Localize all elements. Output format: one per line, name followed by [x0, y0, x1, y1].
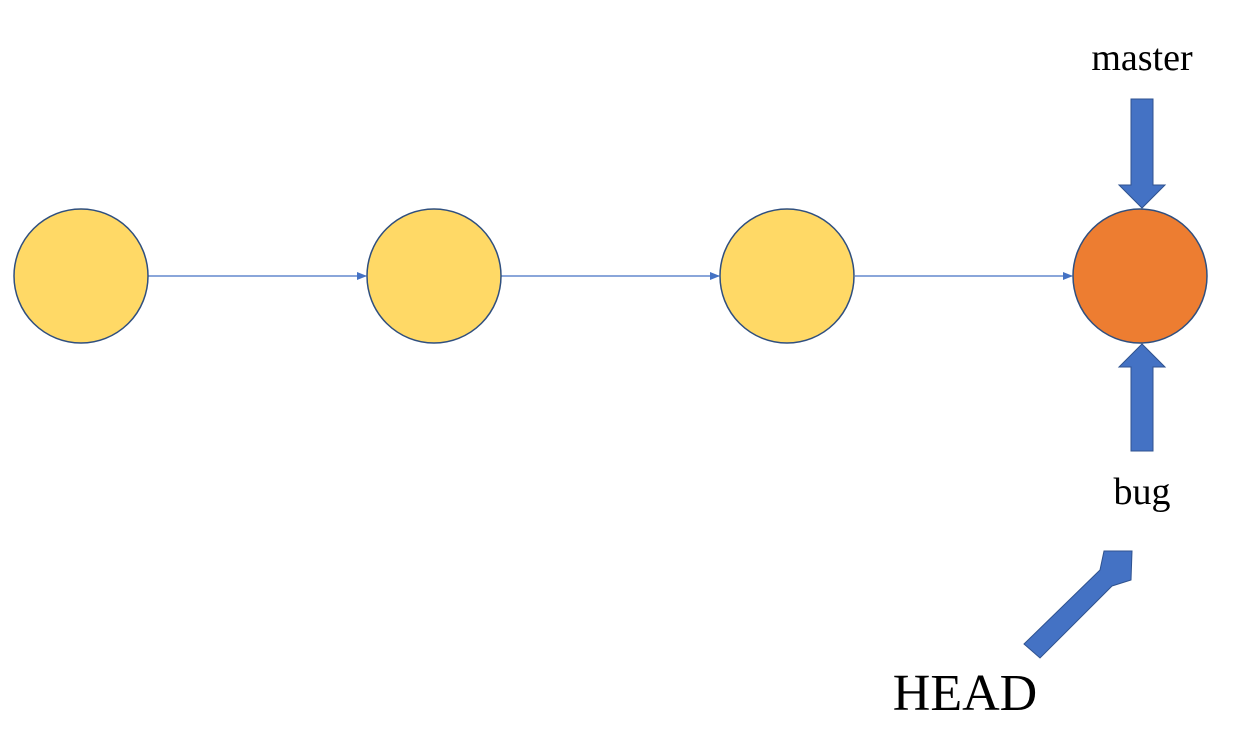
- master-label: master: [1091, 37, 1193, 79]
- head-label: HEAD: [893, 665, 1037, 722]
- head-pointer-arrow: [1023, 550, 1133, 659]
- bug-pointer-arrow: [1117, 343, 1167, 452]
- commit-node-c2: [366, 208, 502, 344]
- master-pointer-arrow: [1117, 98, 1167, 209]
- commit-node-c3: [719, 208, 855, 344]
- commit-node-c1: [13, 208, 149, 344]
- commit-node-c4-current: [1072, 208, 1208, 344]
- bug-label: bug: [1114, 471, 1171, 513]
